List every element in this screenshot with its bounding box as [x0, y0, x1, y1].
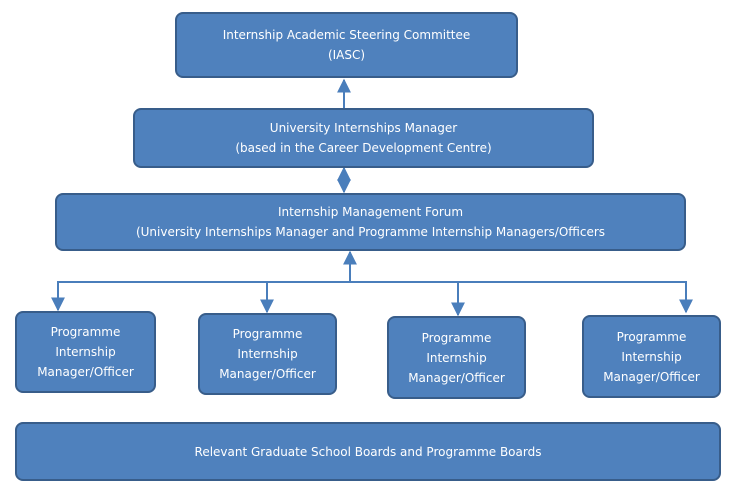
imf-title: Internship Management Forum — [277, 205, 464, 219]
programme-label: Programme — [50, 325, 121, 339]
internship-label: Internship — [237, 347, 298, 361]
uim-title: University Internships Manager — [269, 121, 458, 135]
university-internships-manager-box: University Internships Manager (based in… — [133, 108, 594, 168]
programme-manager-box-2: Programme Internship Manager/Officer — [198, 313, 337, 395]
internship-label: Internship — [55, 345, 116, 359]
programme-manager-box-4: Programme Internship Manager/Officer — [582, 315, 721, 398]
programme-label: Programme — [616, 329, 687, 344]
internship-label: Internship — [426, 350, 487, 365]
iasc-box: Internship Academic Steering Committee (… — [175, 12, 518, 78]
uim-subtitle: (based in the Career Development Centre) — [235, 141, 492, 155]
imf-subtitle: (University Internships Manager and Prog… — [135, 225, 606, 239]
internship-label: Internship — [621, 349, 682, 364]
manager-officer-label: Manager/Officer — [219, 367, 316, 381]
internship-management-forum-box: Internship Management Forum (University … — [55, 193, 686, 251]
programme-manager-box-3: Programme Internship Manager/Officer — [387, 316, 526, 399]
iasc-abbrev: (IASC) — [327, 48, 366, 62]
programme-label: Programme — [421, 330, 492, 345]
programme-manager-box-1: Programme Internship Manager/Officer — [15, 311, 156, 393]
programme-label: Programme — [232, 327, 303, 341]
manager-officer-label: Manager/Officer — [37, 365, 134, 379]
boards-label: Relevant Graduate School Boards and Prog… — [194, 444, 542, 459]
manager-officer-label: Manager/Officer — [408, 370, 505, 385]
graduate-school-boards-box: Relevant Graduate School Boards and Prog… — [15, 422, 721, 481]
iasc-title: Internship Academic Steering Committee — [222, 28, 471, 42]
manager-officer-label: Manager/Officer — [603, 369, 700, 384]
